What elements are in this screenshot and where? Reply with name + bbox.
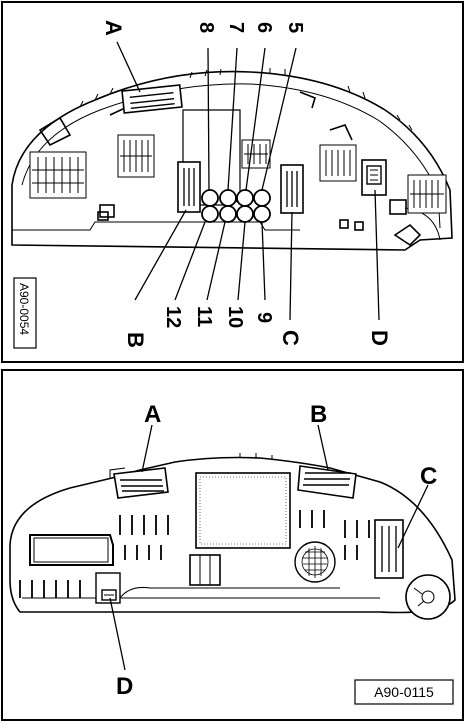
- connector-d-bottom: [95, 572, 121, 604]
- lamp-socket-8: [201, 189, 219, 207]
- callout-a-top: A: [101, 20, 126, 36]
- connector-d-top: [361, 159, 387, 196]
- bottom-center-connector: [189, 554, 221, 586]
- callout-7: 7: [225, 22, 247, 33]
- top-cluster-housing: [11, 68, 453, 251]
- bottom-shaded-block: [29, 534, 114, 566]
- connector-a-top: [121, 84, 183, 114]
- grille-right: [319, 144, 357, 182]
- callout-c-top: C: [278, 330, 303, 346]
- bottom-leader-lines: [109, 424, 429, 671]
- connector-a-bottom: [113, 467, 169, 499]
- bottom-panel: A B C D A90-0115: [1, 369, 464, 721]
- lamp-socket-12: [201, 205, 219, 223]
- connector-c-bottom: [374, 519, 404, 579]
- lamp-socket-9: [253, 205, 271, 223]
- callout-d-bottom: D: [116, 673, 133, 700]
- bottom-figure-code: A90-0115: [354, 679, 454, 705]
- bottom-display-window: [195, 472, 291, 549]
- callout-5: 5: [284, 22, 306, 33]
- top-figure-code: A90-0054: [13, 277, 37, 349]
- lamp-socket-7: [219, 189, 237, 207]
- callout-b-bottom: B: [310, 401, 327, 428]
- callout-11: 11: [193, 306, 215, 327]
- top-panel: A 8 7 6 5 B 12 11 10 9 C D A90-0054: [1, 1, 464, 363]
- callout-b-top: B: [123, 332, 148, 348]
- figure-code-bottom: A90-0115: [374, 684, 434, 700]
- top-callouts: A 8 7 6 5 B 12 11 10 9 C D: [101, 20, 392, 348]
- connector-b-bottom: [297, 465, 357, 499]
- top-leader-lines: [116, 41, 380, 321]
- bottom-buzzer: [294, 541, 336, 583]
- grille-center: [241, 139, 271, 169]
- callout-8: 8: [195, 22, 217, 33]
- lamp-socket-10: [236, 205, 254, 223]
- bottom-slots: [19, 510, 370, 598]
- grille-left: [29, 151, 87, 199]
- lamp-socket-5: [253, 189, 271, 207]
- lamp-sockets: [201, 189, 271, 223]
- callout-12: 12: [162, 306, 184, 328]
- bottom-callouts: A B C D: [116, 401, 437, 700]
- callout-6: 6: [253, 22, 275, 33]
- top-grilles: [29, 134, 447, 214]
- grille-far-right: [407, 174, 447, 214]
- connector-c-top: [280, 164, 304, 214]
- lamp-socket-11: [219, 205, 237, 223]
- callout-9: 9: [253, 312, 275, 323]
- figure-code-top: A90-0054: [17, 283, 31, 335]
- callout-10: 10: [224, 306, 246, 328]
- callout-d-top: D: [367, 330, 392, 346]
- callout-c-bottom: C: [420, 463, 437, 490]
- grille-center-left: [117, 134, 155, 178]
- connector-b-top: [177, 161, 201, 213]
- lamp-socket-6: [236, 189, 254, 207]
- bottom-knob: [405, 574, 451, 620]
- callout-a-bottom: A: [144, 401, 161, 428]
